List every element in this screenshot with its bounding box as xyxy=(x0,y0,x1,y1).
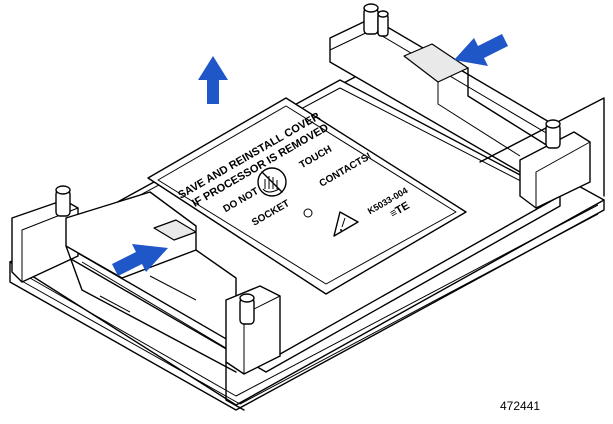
figure-number: 472441 xyxy=(500,399,540,413)
cover-label-panel xyxy=(147,97,467,295)
left-latch-rail xyxy=(11,191,281,411)
alignment-pin-right xyxy=(545,119,561,149)
lift-arrow-icon xyxy=(198,56,228,104)
warning-triangle-icon xyxy=(333,211,359,237)
press-arrow-top-right-icon xyxy=(454,34,508,66)
alignment-pin-bottom xyxy=(239,293,255,325)
no-touch-hand-icon xyxy=(257,167,287,197)
alignment-pin-left xyxy=(55,185,71,217)
locator-circle-icon xyxy=(303,208,313,218)
press-arrow-bottom-left-icon xyxy=(112,244,168,276)
right-latch-rail xyxy=(329,17,605,209)
alignment-pin-top xyxy=(363,3,389,37)
